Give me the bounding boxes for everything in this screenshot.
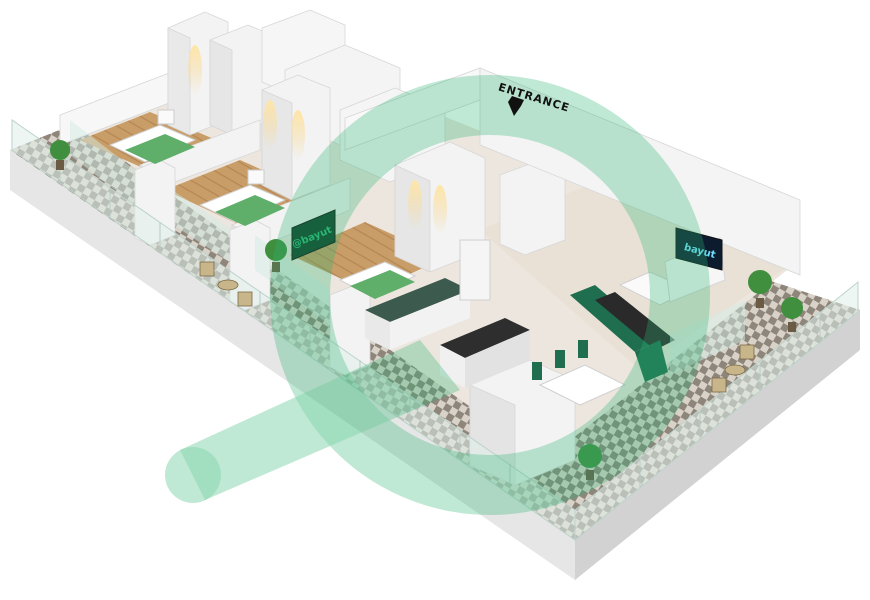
beds (108, 109, 417, 299)
living-tv-screen (675, 227, 723, 271)
dining-chair-3 (578, 340, 588, 358)
lamp-glow-3 (291, 110, 305, 160)
terrace-table-1 (217, 279, 239, 291)
living-tv: bayut (675, 227, 723, 271)
terrace-table-2 (724, 364, 746, 376)
sofa-seat (595, 292, 675, 350)
bed-2-cover (215, 195, 285, 226)
slab-side-right (575, 310, 860, 580)
interior-glass-2 (175, 192, 230, 262)
dining-chair-1 (532, 362, 542, 380)
wall-back-right (479, 67, 801, 276)
bed-3-cover (350, 270, 415, 299)
terrace-chair-3 (739, 344, 755, 360)
dining-chair-2 (555, 350, 565, 368)
dining-table (538, 364, 627, 406)
plant-1 (50, 140, 70, 170)
bed-1-cover (125, 134, 195, 164)
walls (59, 9, 801, 486)
interior-glass-1 (70, 120, 135, 205)
kitchen-counter-front (365, 310, 390, 350)
lamp-glow-2 (263, 100, 277, 150)
watermark-stroke (180, 340, 460, 500)
kitchen-counter-side (390, 290, 470, 350)
lamp-glow-5 (433, 185, 447, 235)
closet-block-1-front (167, 27, 191, 136)
kitchen-island-front (440, 345, 465, 388)
plant-5 (578, 444, 602, 480)
plants (50, 140, 803, 480)
bayut-watermark (165, 75, 710, 515)
plant-4 (781, 297, 803, 332)
terrace-chair-2 (237, 291, 253, 307)
kitchen-counter (365, 278, 470, 322)
entrance-arrow-icon (508, 96, 524, 116)
nightstand-1 (157, 109, 175, 125)
closet-block-2-front (209, 39, 233, 136)
wall-lights (188, 45, 447, 235)
plant-3 (748, 270, 772, 308)
interior-glass-4 (670, 300, 745, 375)
plant-2 (265, 239, 287, 272)
slab-side-left (10, 150, 575, 580)
kitchen (365, 239, 530, 388)
nightstand-2 (247, 169, 265, 185)
lamp-glow-4 (408, 180, 422, 230)
kitchen-island-side (465, 330, 530, 388)
railing-front-right (574, 280, 859, 542)
watermark-ring (270, 75, 710, 515)
railing-posts (59, 153, 821, 494)
terrace-furniture (199, 261, 755, 393)
fridge (459, 239, 491, 301)
kitchen-island-top (440, 318, 530, 358)
terrace-chair-1 (199, 261, 215, 277)
bedroom-tv-screen (291, 209, 336, 261)
sofa-arm (635, 340, 668, 382)
lamp-glow-1 (188, 45, 202, 95)
glass-railings (11, 119, 859, 542)
terrace-chair-4 (711, 377, 727, 393)
watermark-stroke-cap (165, 447, 221, 503)
